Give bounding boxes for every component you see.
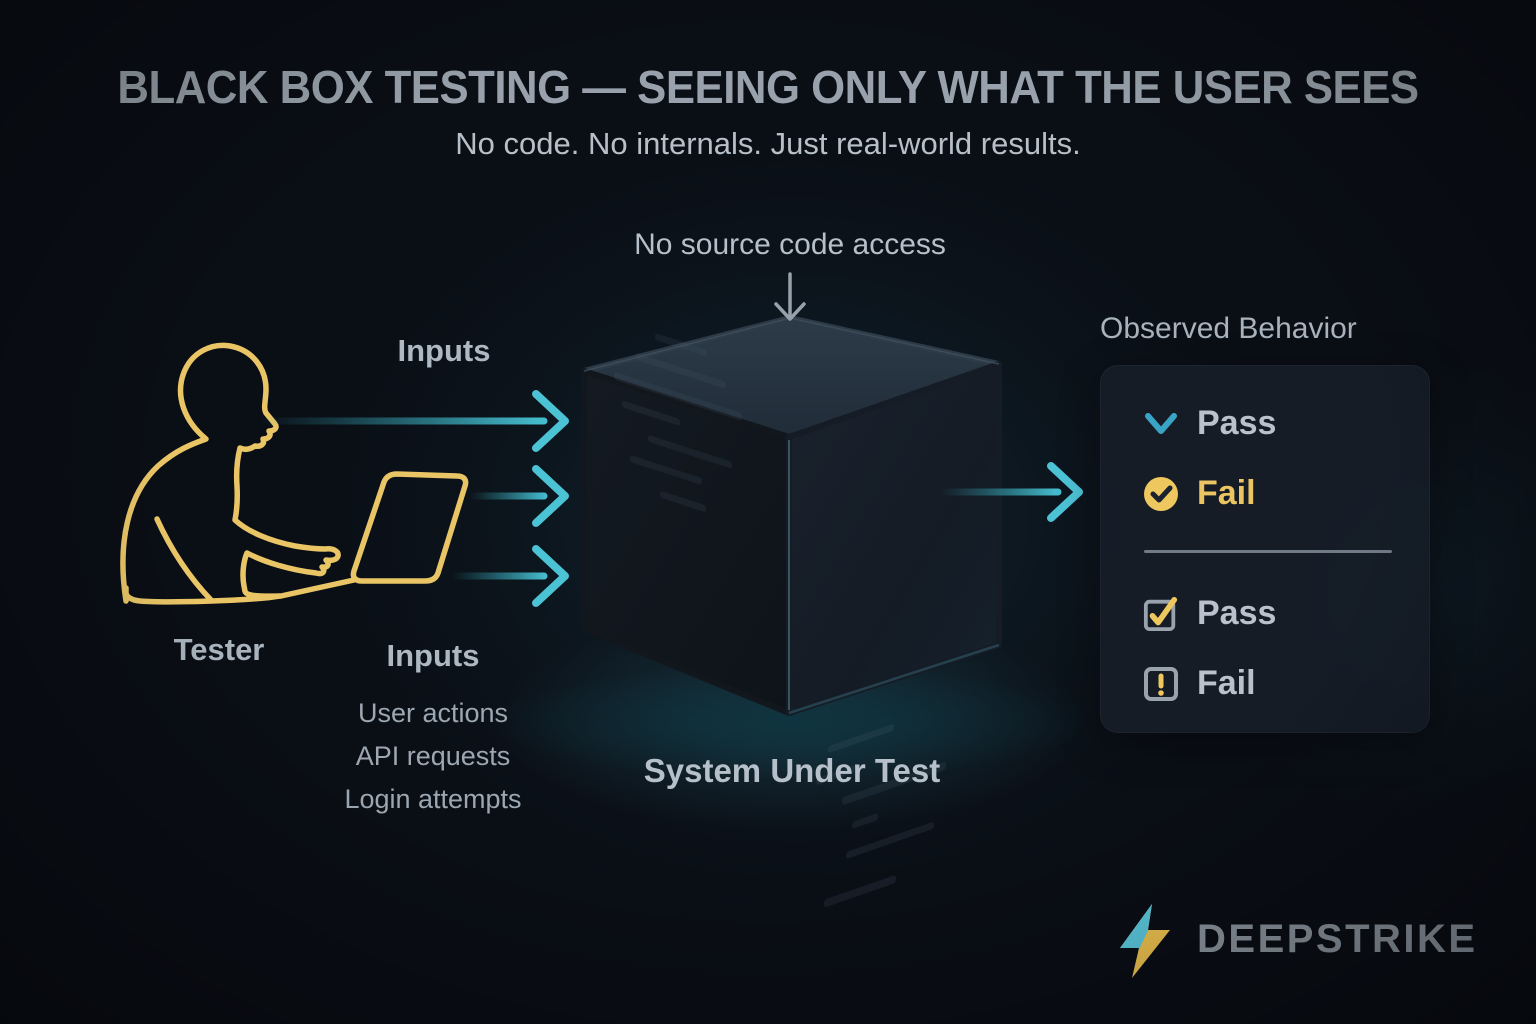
cube-shadow: [490, 664, 1090, 780]
inputs-list-item: User actions: [357, 698, 509, 728]
black-box-cube: [581, 315, 1002, 907]
laptop-deck-edge: [278, 577, 357, 599]
tester-figure: [120, 342, 341, 605]
laptop: [278, 471, 469, 599]
inputs-list-item: Login attempts: [344, 784, 522, 814]
output-arrow: [938, 462, 1083, 522]
observed-item-fail-report: Fail: [1143, 664, 1256, 703]
page-title: BLACK BOX TESTING — SEEING ONLY WHAT THE…: [117, 61, 1419, 113]
page-subtitle: No code. No internals. Just real-world r…: [455, 126, 1081, 161]
inputs-arrow-label: Inputs: [397, 333, 491, 368]
input-arrow-3: [451, 545, 569, 607]
observed-item-pass-live: Pass: [1143, 404, 1276, 443]
observed-item-label: Fail: [1197, 474, 1256, 512]
cube-bottom-edge-glow: [788, 643, 1000, 715]
brand-name: DEEPSTRIKE: [1197, 916, 1478, 961]
observed-item-fail-live: Fail: [1143, 474, 1256, 513]
laptop-screen: [350, 471, 469, 584]
brand-logo: DEEPSTRIKE: [1117, 900, 1478, 978]
inputs-list-item: API requests: [355, 741, 511, 771]
cube-code-lines-left: [614, 333, 742, 512]
observed-item-label: Fail: [1197, 664, 1256, 702]
system-under-test-label: System Under Test: [643, 752, 941, 789]
inputs-list-title: Inputs: [386, 638, 480, 673]
cube-code-lines-right: [816, 724, 946, 907]
input-arrow-2: [468, 465, 569, 527]
chevron-down-icon: [1143, 406, 1179, 442]
lightning-bolt-icon: [1120, 904, 1170, 978]
inputs-list: User actions API requests Login attempts: [283, 692, 583, 821]
panel-divider: [1144, 550, 1392, 553]
check-circle-icon: [1143, 476, 1179, 512]
observed-item-pass-report: Pass: [1143, 594, 1276, 633]
bolt-spacer: [1117, 900, 1175, 978]
observed-behavior-title: Observed Behavior: [1100, 312, 1357, 345]
exclamation-square-icon: [1143, 666, 1179, 702]
no-source-code-annotation: No source code access: [634, 228, 946, 261]
tester-body-outline: [120, 342, 341, 605]
input-arrows: [254, 390, 569, 607]
tester-far-arm: [154, 516, 214, 603]
annotation-down-arrow: [774, 272, 806, 321]
observed-item-label: Pass: [1197, 404, 1277, 442]
input-arrow-1: [254, 390, 569, 452]
checkbox-checked-icon: [1143, 596, 1179, 632]
observed-item-label: Pass: [1197, 594, 1277, 632]
observed-behavior-panel: Pass Fail Pass: [1100, 365, 1430, 733]
tester-label: Tester: [173, 632, 265, 667]
